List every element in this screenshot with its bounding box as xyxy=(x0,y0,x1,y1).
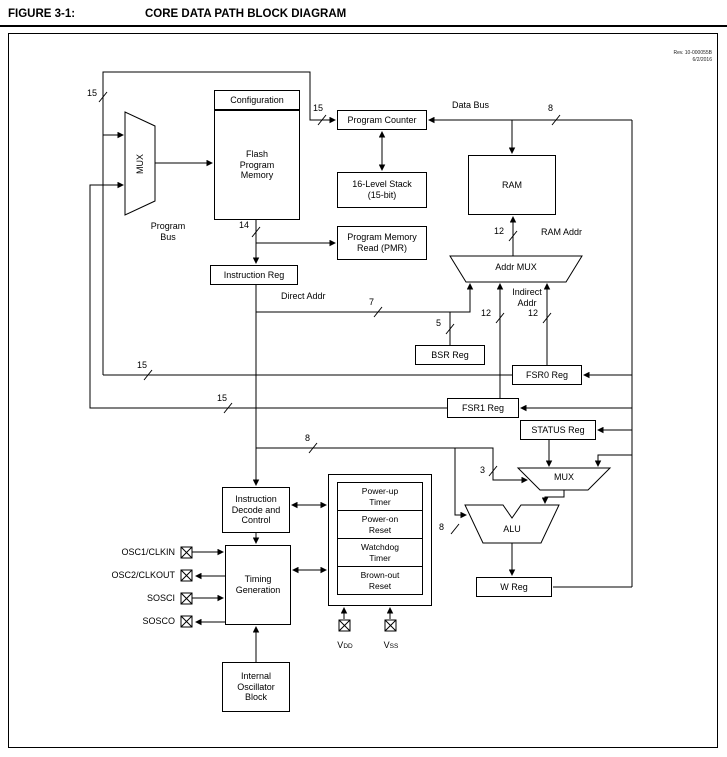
bus-width-8-data-bus: 8 xyxy=(548,103,554,113)
osc2-pin-icon xyxy=(180,569,193,582)
vdd-sub: DD xyxy=(343,643,353,650)
wire-alu-left-input xyxy=(454,448,467,519)
alu-label: ALU xyxy=(503,524,521,534)
revision-line1: Rev. 10-000055B xyxy=(673,50,712,56)
vdd-pin-label: VDD xyxy=(330,640,360,650)
vss-sub: SS xyxy=(389,643,399,650)
bus-width-slash xyxy=(542,312,552,324)
bus-width-slash xyxy=(317,114,327,126)
bus-width-slash xyxy=(251,226,261,238)
bus-width-3-mux-sel: 3 xyxy=(480,465,486,475)
bus-width-12-ram-addr: 12 xyxy=(494,226,505,236)
timing-generation-block: Timing Generation xyxy=(225,545,291,625)
vdd-pin-icon xyxy=(338,619,351,632)
figure-label: FIGURE 3-1: xyxy=(8,8,76,20)
bus-width-15-fsr1: 15 xyxy=(217,393,228,403)
bus-width-slash xyxy=(488,465,498,477)
mux-left-shape xyxy=(124,111,156,216)
vss-main: V xyxy=(383,640,390,650)
poweron-reset-block: Power-on Reset xyxy=(337,510,423,539)
bus-width-slash xyxy=(445,323,455,335)
powerup-timer-block: Power-up Timer xyxy=(337,482,423,511)
bus-width-slash xyxy=(223,402,233,414)
osc1-pin-icon xyxy=(180,546,193,559)
mux-right-shape xyxy=(516,467,612,491)
stack-block: 16-Level Stack (15-bit) xyxy=(337,172,427,208)
header-rule xyxy=(0,25,727,27)
bus-width-15-pc-in: 15 xyxy=(313,103,324,113)
sosci-pin-icon xyxy=(180,592,193,605)
watchdog-timer-block: Watchdog Timer xyxy=(337,538,423,567)
alu-shape xyxy=(464,504,560,544)
bsr-reg-block: BSR Reg xyxy=(415,345,485,365)
bus-width-slash xyxy=(551,114,561,126)
bus-width-14-program-bus: 14 xyxy=(239,220,250,230)
fsr1-reg-block: FSR1 Reg xyxy=(447,398,519,418)
bus-width-slash xyxy=(508,230,518,242)
osc1-pin-label: OSC1/CLKIN xyxy=(121,547,175,557)
wire-direct-addr xyxy=(256,283,474,313)
internal-oscillator-block: Internal Oscillator Block xyxy=(222,662,290,712)
vdd-main: V xyxy=(337,640,344,650)
indirect-addr-label: Indirect Addr xyxy=(512,287,542,308)
revision-line2: 6/2/2016 xyxy=(692,57,712,63)
wire-fsr1-to-mux-left xyxy=(89,181,447,409)
bus-width-7-direct: 7 xyxy=(369,297,375,307)
bus-width-15-pc-path: 15 xyxy=(87,88,98,98)
sosci-pin-label: SOSCI xyxy=(146,593,175,603)
bus-width-slash xyxy=(495,312,505,324)
instruction-decode-block: Instruction Decode and Control xyxy=(222,487,290,533)
bus-width-slash xyxy=(373,306,383,318)
instruction-reg-block: Instruction Reg xyxy=(210,265,298,285)
bus-width-slash xyxy=(308,442,318,454)
sosco-pin-icon xyxy=(180,615,193,628)
ram-block: RAM xyxy=(468,155,556,215)
bus-width-slash xyxy=(450,523,460,535)
data-bus-label: Data Bus xyxy=(452,100,490,110)
revision-note: Rev. 10-000055B 6/2/2016 xyxy=(600,50,712,64)
program-counter-block: Program Counter xyxy=(337,110,427,130)
bus-width-slash xyxy=(98,91,108,103)
ram-addr-label: RAM Addr xyxy=(541,227,583,237)
diagram-frame xyxy=(8,33,718,748)
bus-width-5-bsr: 5 xyxy=(436,318,442,328)
bus-width-12-indirect-fsr0: 12 xyxy=(528,308,539,318)
bus-width-8-alu-data: 8 xyxy=(305,433,311,443)
wire-pc-address-path xyxy=(102,71,336,375)
mux-right-label: MUX xyxy=(554,472,574,482)
direct-addr-label: Direct Addr xyxy=(281,291,326,301)
brownout-reset-block: Brown-out Reset xyxy=(337,566,423,595)
status-reg-block: STATUS Reg xyxy=(520,420,596,440)
addr-mux-shape xyxy=(449,255,583,283)
addr-mux-label: Addr MUX xyxy=(495,262,537,272)
resets-outer-box xyxy=(328,474,432,606)
osc2-pin-label: OSC2/CLKOUT xyxy=(111,570,175,580)
bus-width-12-indirect-fsr1: 12 xyxy=(481,308,492,318)
fsr0-reg-block: FSR0 Reg xyxy=(512,365,582,385)
bus-width-15-fsr0: 15 xyxy=(137,360,148,370)
wire-data8-bus xyxy=(256,447,528,484)
flash-program-memory-block: Flash Program Memory xyxy=(214,110,300,220)
figure-title: CORE DATA PATH BLOCK DIAGRAM xyxy=(145,8,347,20)
bus-width-slash xyxy=(143,369,153,381)
pmr-block: Program Memory Read (PMR) xyxy=(337,226,427,260)
w-reg-block: W Reg xyxy=(476,577,552,597)
program-bus-label: Program Bus xyxy=(150,221,186,242)
bus-width-8-alu-in: 8 xyxy=(439,522,445,532)
sosco-pin-label: SOSCO xyxy=(142,616,175,626)
wire-data-bus-to-mux-right xyxy=(594,454,632,467)
vss-pin-label: VSS xyxy=(376,640,406,650)
wire-mux-right-to-alu xyxy=(541,490,565,504)
configuration-block: Configuration xyxy=(214,90,300,110)
mux-left-label: MUX xyxy=(135,154,145,174)
vss-pin-icon xyxy=(384,619,397,632)
